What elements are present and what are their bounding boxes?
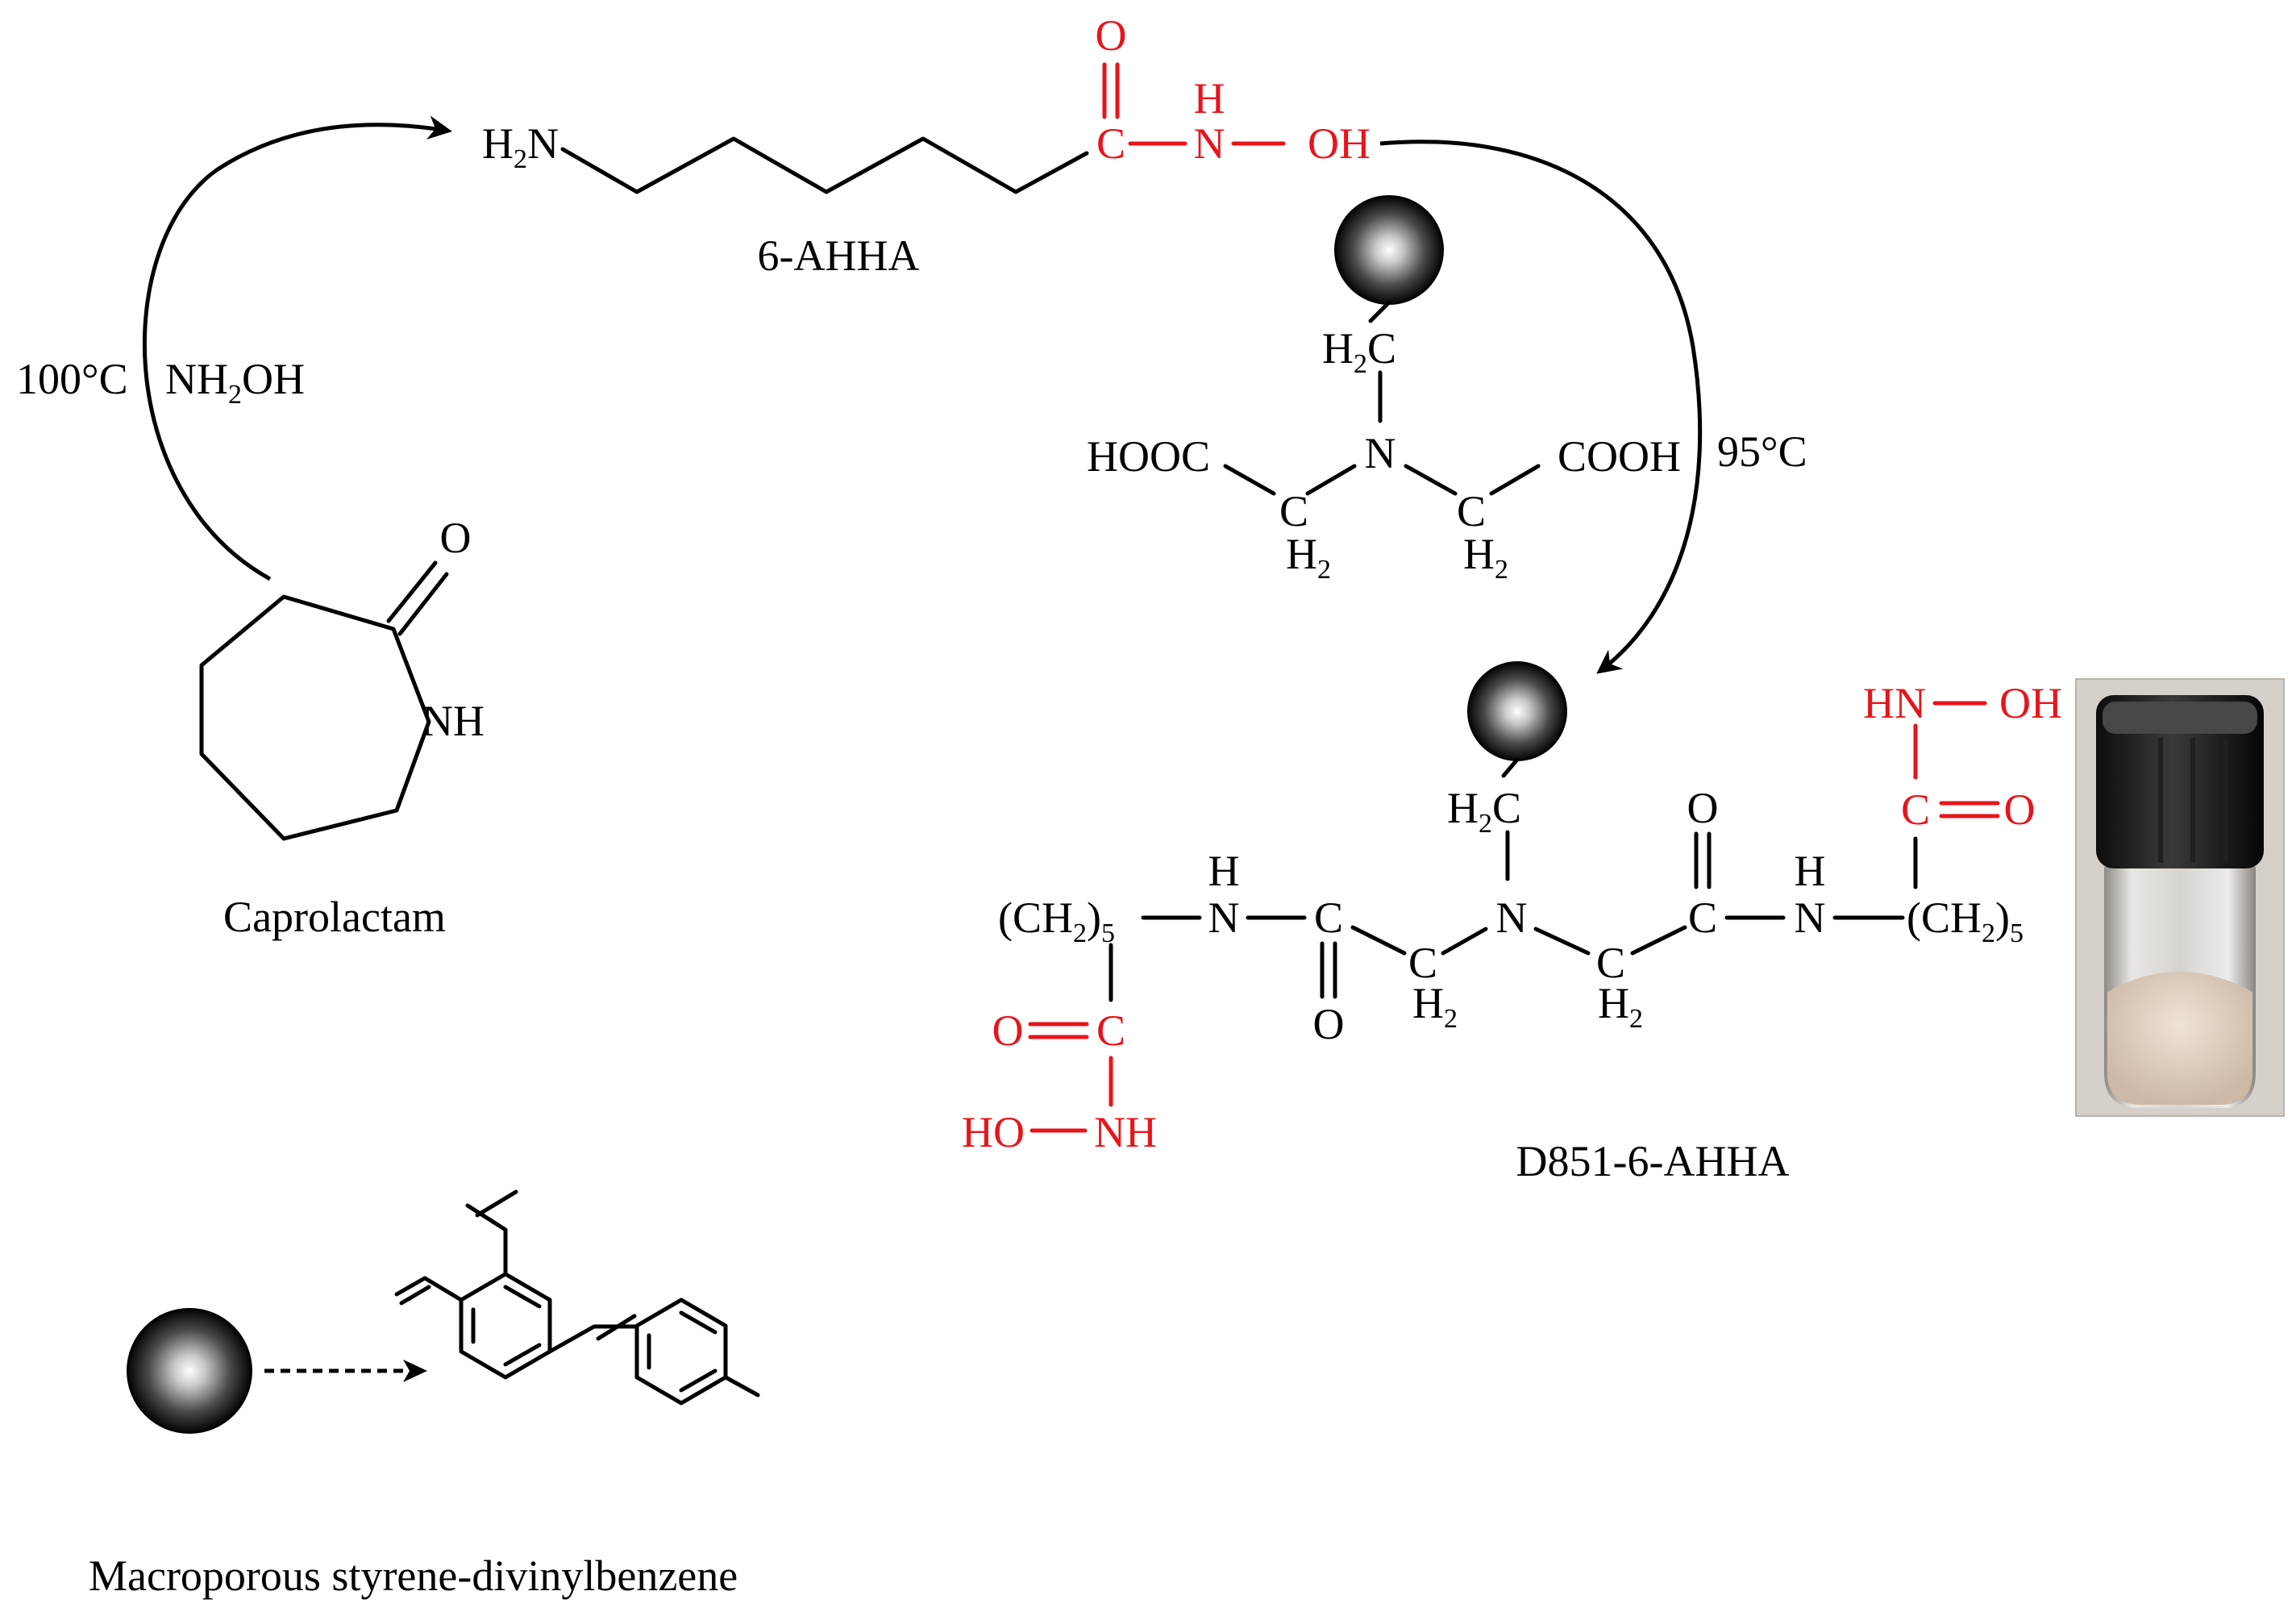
product-vial-photo [2075, 678, 2285, 1117]
product-carbonyl-c-right: C [1688, 893, 1717, 942]
product-label: D851-6-AHHA [1516, 1137, 1790, 1185]
ahha-oh: OH [1308, 119, 1371, 168]
product-ha-left-o: O [992, 1006, 1024, 1055]
product-nh-left-n: N [1208, 893, 1240, 942]
product-right-chain: (CH2)5 [1907, 893, 2024, 948]
resin-right-acid: COOH [1558, 432, 1681, 481]
arrow-step1 [142, 115, 452, 581]
ahha-nh-h: H [1194, 74, 1225, 123]
ahha-label: 6-AHHA [758, 231, 920, 280]
resin-bead-icon [1334, 195, 1444, 305]
legend-bead-icon [127, 1308, 252, 1434]
resin-ch2-right: C [1457, 487, 1486, 535]
product-ch2-left-h: H2 [1412, 979, 1458, 1034]
styrene-dvb-structure [394, 1189, 760, 1406]
product-nh-left-h: H [1208, 847, 1240, 895]
product-carbonyl-o-left: O [1313, 1000, 1345, 1048]
product-ch2-top: H2C [1447, 784, 1521, 839]
product-ch2-right-h: H2 [1598, 979, 1643, 1034]
product-carbonyl-c-left: C [1314, 893, 1343, 942]
product-n-center: N [1496, 893, 1528, 942]
product-ha-right-o: O [2004, 785, 2036, 834]
ahha-amine: H2N [482, 119, 559, 174]
caprolactam-nh: NH [422, 697, 485, 745]
product-ha-right-hn: HN [1863, 679, 1926, 727]
ahha-nh-n: N [1194, 119, 1225, 168]
product-ha-right-c: C [1901, 785, 1930, 834]
product-nh-right-h: H [1795, 847, 1826, 895]
step2-temperature: 95°C [1717, 427, 1807, 476]
product-ha-left-nh: NH [1094, 1108, 1157, 1156]
product-structure: H2C N C H2 C O N H (CH2)5 C O NH HO C H2… [962, 661, 2062, 1185]
resin-n: N [1365, 429, 1396, 477]
step1-temperature: 100°C [16, 355, 128, 403]
resin-left-acid: HOOC [1087, 432, 1210, 481]
product-ha-left-c: C [1096, 1006, 1125, 1055]
arrow-step2 [1379, 140, 1703, 674]
product-ch2-right: C [1596, 939, 1625, 987]
caprolactam-carbonyl-o: O [440, 514, 472, 562]
product-ch2-left: C [1408, 939, 1437, 987]
resin-ch2-top: H2C [1322, 324, 1396, 379]
caprolactam-structure: O NH Caprolactam [199, 514, 485, 941]
ahha-oxygen: O [1096, 11, 1127, 60]
product-left-chain: (CH2)5 [998, 893, 1115, 948]
step1-reagent: NH2OH [165, 355, 305, 410]
ahha-carbon: C [1096, 119, 1125, 168]
ahha-structure: H2N C O N H OH 6-AHHA [482, 11, 1371, 280]
resin-ch2-left: C [1279, 487, 1308, 535]
product-carbonyl-o-right: O [1687, 784, 1719, 832]
resin-structure: H2C N C H2 C H2 HOOC COOH [1087, 195, 1681, 585]
caprolactam-label: Caprolactam [223, 893, 446, 941]
product-ha-right-oh: OH [1999, 679, 2062, 727]
support-legend: Macroporous styrene-divinylbenzene [89, 1189, 760, 1600]
product-nh-right-n: N [1795, 893, 1826, 942]
product-bead-icon [1467, 661, 1567, 761]
product-ha-left-ho: HO [962, 1108, 1025, 1156]
resin-ch2-right-h: H2 [1463, 530, 1508, 585]
support-label: Macroporous styrene-divinylbenzene [89, 1551, 738, 1600]
resin-ch2-left-h: H2 [1286, 530, 1331, 585]
